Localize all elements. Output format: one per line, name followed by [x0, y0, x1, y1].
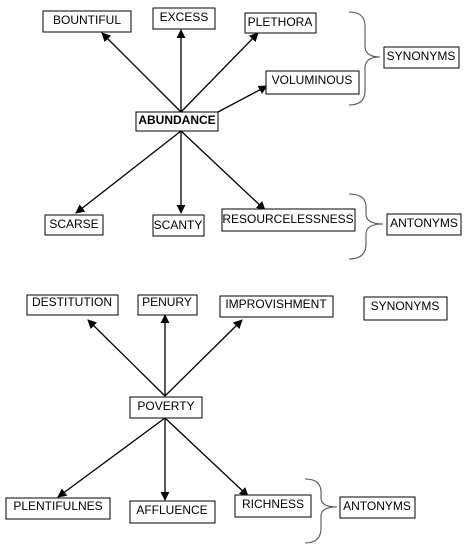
label-top-antonyms: ANTONYMS: [390, 216, 458, 230]
arrow-poverty-to-richness: [164, 417, 249, 497]
top-arrows: [75, 29, 268, 214]
arrow-abundance-to-voluminous: [217, 85, 268, 113]
box-excess: EXCESS: [152, 7, 216, 30]
label-voluminous: VOLUMINOUS: [272, 73, 353, 87]
arrow-poverty-to-improvishment: [164, 319, 243, 397]
bottom-antonyms-brace: [304, 478, 338, 544]
label-improvishment: IMPROVISHMENT: [225, 297, 327, 311]
box-resourcelessness: RESOURCELESSNESS: [221, 208, 356, 232]
label-plentifulnes: PLENTIFULNES: [13, 499, 102, 513]
box-richness: RICHNESS: [234, 494, 312, 518]
top-synonyms-brace: [348, 11, 381, 106]
arrow-poverty-to-destitution: [87, 319, 166, 397]
label-bottom-synonyms: SYNONYMS: [371, 299, 440, 313]
box-poverty: POVERTY: [129, 396, 203, 419]
label-scarse: SCARSE: [49, 217, 98, 231]
label-plethora: PLETHORA: [248, 15, 313, 29]
box-scanty: SCANTY: [152, 214, 205, 237]
label-destitution: DESTITUTION: [32, 295, 112, 309]
label-scanty: SCANTY: [154, 218, 203, 232]
label-top-synonyms: SYNONYMS: [387, 49, 456, 63]
label-penury: PENURY: [142, 295, 192, 309]
arrow-poverty-to-plentifulnes: [57, 417, 166, 498]
label-poverty: POVERTY: [137, 399, 194, 413]
arrow-abundance-to-resourcelessness: [180, 130, 266, 211]
box-plethora: PLETHORA: [244, 12, 317, 34]
label-richness: RICHNESS: [242, 497, 304, 511]
arrow-abundance-to-plethora: [180, 32, 259, 113]
label-affluence: AFFLUENCE: [136, 503, 207, 517]
label-bountiful: BOUNTIFUL: [53, 13, 121, 27]
box-bottom-synonyms-label: SYNONYMS: [363, 296, 448, 321]
label-abundance: ABUNDANCE: [138, 113, 215, 127]
box-top-antonyms-label: ANTONYMS: [386, 213, 462, 236]
box-scarse: SCARSE: [44, 214, 104, 236]
box-improvishment: IMPROVISHMENT: [219, 295, 334, 318]
label-bottom-antonyms: ANTONYMS: [343, 499, 411, 513]
bottom-arrows: [57, 314, 249, 501]
box-affluence: AFFLUENCE: [129, 500, 216, 524]
label-resourcelessness: RESOURCELESSNESS: [222, 212, 353, 226]
box-plentifulnes: PLENTIFULNES: [5, 497, 111, 520]
box-destitution: DESTITUTION: [26, 294, 119, 316]
arrow-abundance-to-scarse: [75, 130, 182, 214]
label-excess: EXCESS: [160, 10, 209, 24]
box-bountiful: BOUNTIFUL: [42, 10, 132, 33]
box-top-synonyms-label: SYNONYMS: [383, 46, 460, 69]
box-abundance: ABUNDANCE: [135, 111, 219, 132]
top-antonyms-brace: [348, 193, 384, 260]
arrow-abundance-to-bountiful: [101, 32, 182, 113]
box-penury: PENURY: [137, 294, 198, 316]
box-voluminous: VOLUMINOUS: [265, 70, 360, 95]
box-bottom-antonyms-label: ANTONYMS: [339, 496, 416, 519]
